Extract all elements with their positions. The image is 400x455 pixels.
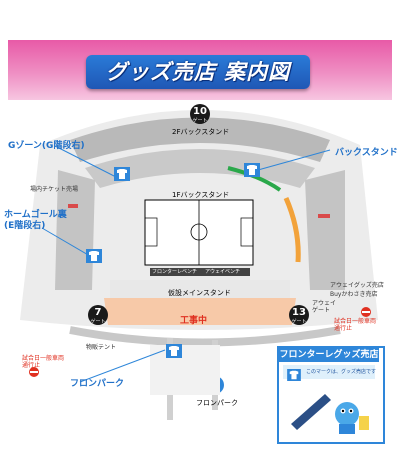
construction-label: 工事中 xyxy=(180,316,208,326)
shirt-icon[interactable] xyxy=(166,343,182,358)
back-stand-2f xyxy=(70,117,330,162)
shirt-icon[interactable] xyxy=(244,162,260,177)
frontpark-plaza xyxy=(150,345,220,395)
red-marker-left xyxy=(68,204,78,208)
gate-7-number: 7 xyxy=(94,307,102,318)
gate-13-number: 13 xyxy=(292,307,306,318)
shirt-icon[interactable] xyxy=(114,166,130,181)
no-entry-right-label: 試合日一般車両 通行止 xyxy=(334,318,377,332)
main-stand-area xyxy=(110,280,290,298)
right-stand xyxy=(305,170,345,290)
gate-13-sub: ゲート xyxy=(291,319,307,325)
home-goal-label: ホームゴール裏 (E階段右) xyxy=(4,210,67,231)
g-zone-label: Gゾーン(G階段右) xyxy=(8,141,85,151)
legend-row xyxy=(283,365,375,379)
home-accent xyxy=(227,166,282,192)
tent-label: 物販テント xyxy=(86,344,117,351)
title-frame xyxy=(86,55,310,89)
gate-7-badge: 7 ゲート xyxy=(88,305,108,325)
no-entry-left-label: 試合日一般車両 通行止 xyxy=(22,355,65,369)
away-goods-label: アウェイグッズ売店 xyxy=(330,282,384,289)
back-stand-callout: バックスタンド xyxy=(335,148,398,158)
frontpark-bottom-label: フロンパーク xyxy=(196,399,238,407)
back-stand-1f xyxy=(85,149,315,188)
away-gate-label: アウェイ ゲート xyxy=(312,300,337,314)
goods-illustration xyxy=(285,384,377,438)
shop-legend-header: フロンターレグッズ売店 xyxy=(279,348,379,362)
back-stand-2f-label: 2Fバックスタンド xyxy=(172,128,230,136)
shirt-icon[interactable] xyxy=(86,248,102,263)
gate-10-number: 10 xyxy=(193,106,207,117)
buy-here-label: Buyかわさき売店 xyxy=(330,291,378,298)
bench-away-label: アウェイベンチ xyxy=(205,269,241,275)
bench-bar xyxy=(150,268,250,276)
gate-7-sub: ゲート xyxy=(90,319,106,325)
orange-concourse xyxy=(283,196,301,263)
construction-zone xyxy=(104,298,296,325)
gate-10-sub: ゲート xyxy=(192,118,208,124)
gate-13-badge: 13 ゲート xyxy=(289,305,309,325)
shirt-icon xyxy=(287,366,301,381)
main-stand-label: 仮設メインスタンド xyxy=(168,289,231,297)
page-title: グッズ売店 案内図 xyxy=(105,60,291,84)
pre-ticket-label: 場内チケット売場 xyxy=(30,186,79,193)
frontpark-label: フロンパーク xyxy=(70,379,125,389)
bench-frontale-label: フロンターレベンチ xyxy=(152,269,198,275)
gate-10-badge: 10 ゲート xyxy=(190,104,210,124)
red-marker-right xyxy=(318,214,330,218)
back-stand-1f-label: 1Fバックスタンド xyxy=(172,191,230,199)
shop-legend-text: このマークは、グッズ売店です xyxy=(306,369,377,375)
left-stand xyxy=(55,170,95,290)
road-main xyxy=(69,326,341,347)
